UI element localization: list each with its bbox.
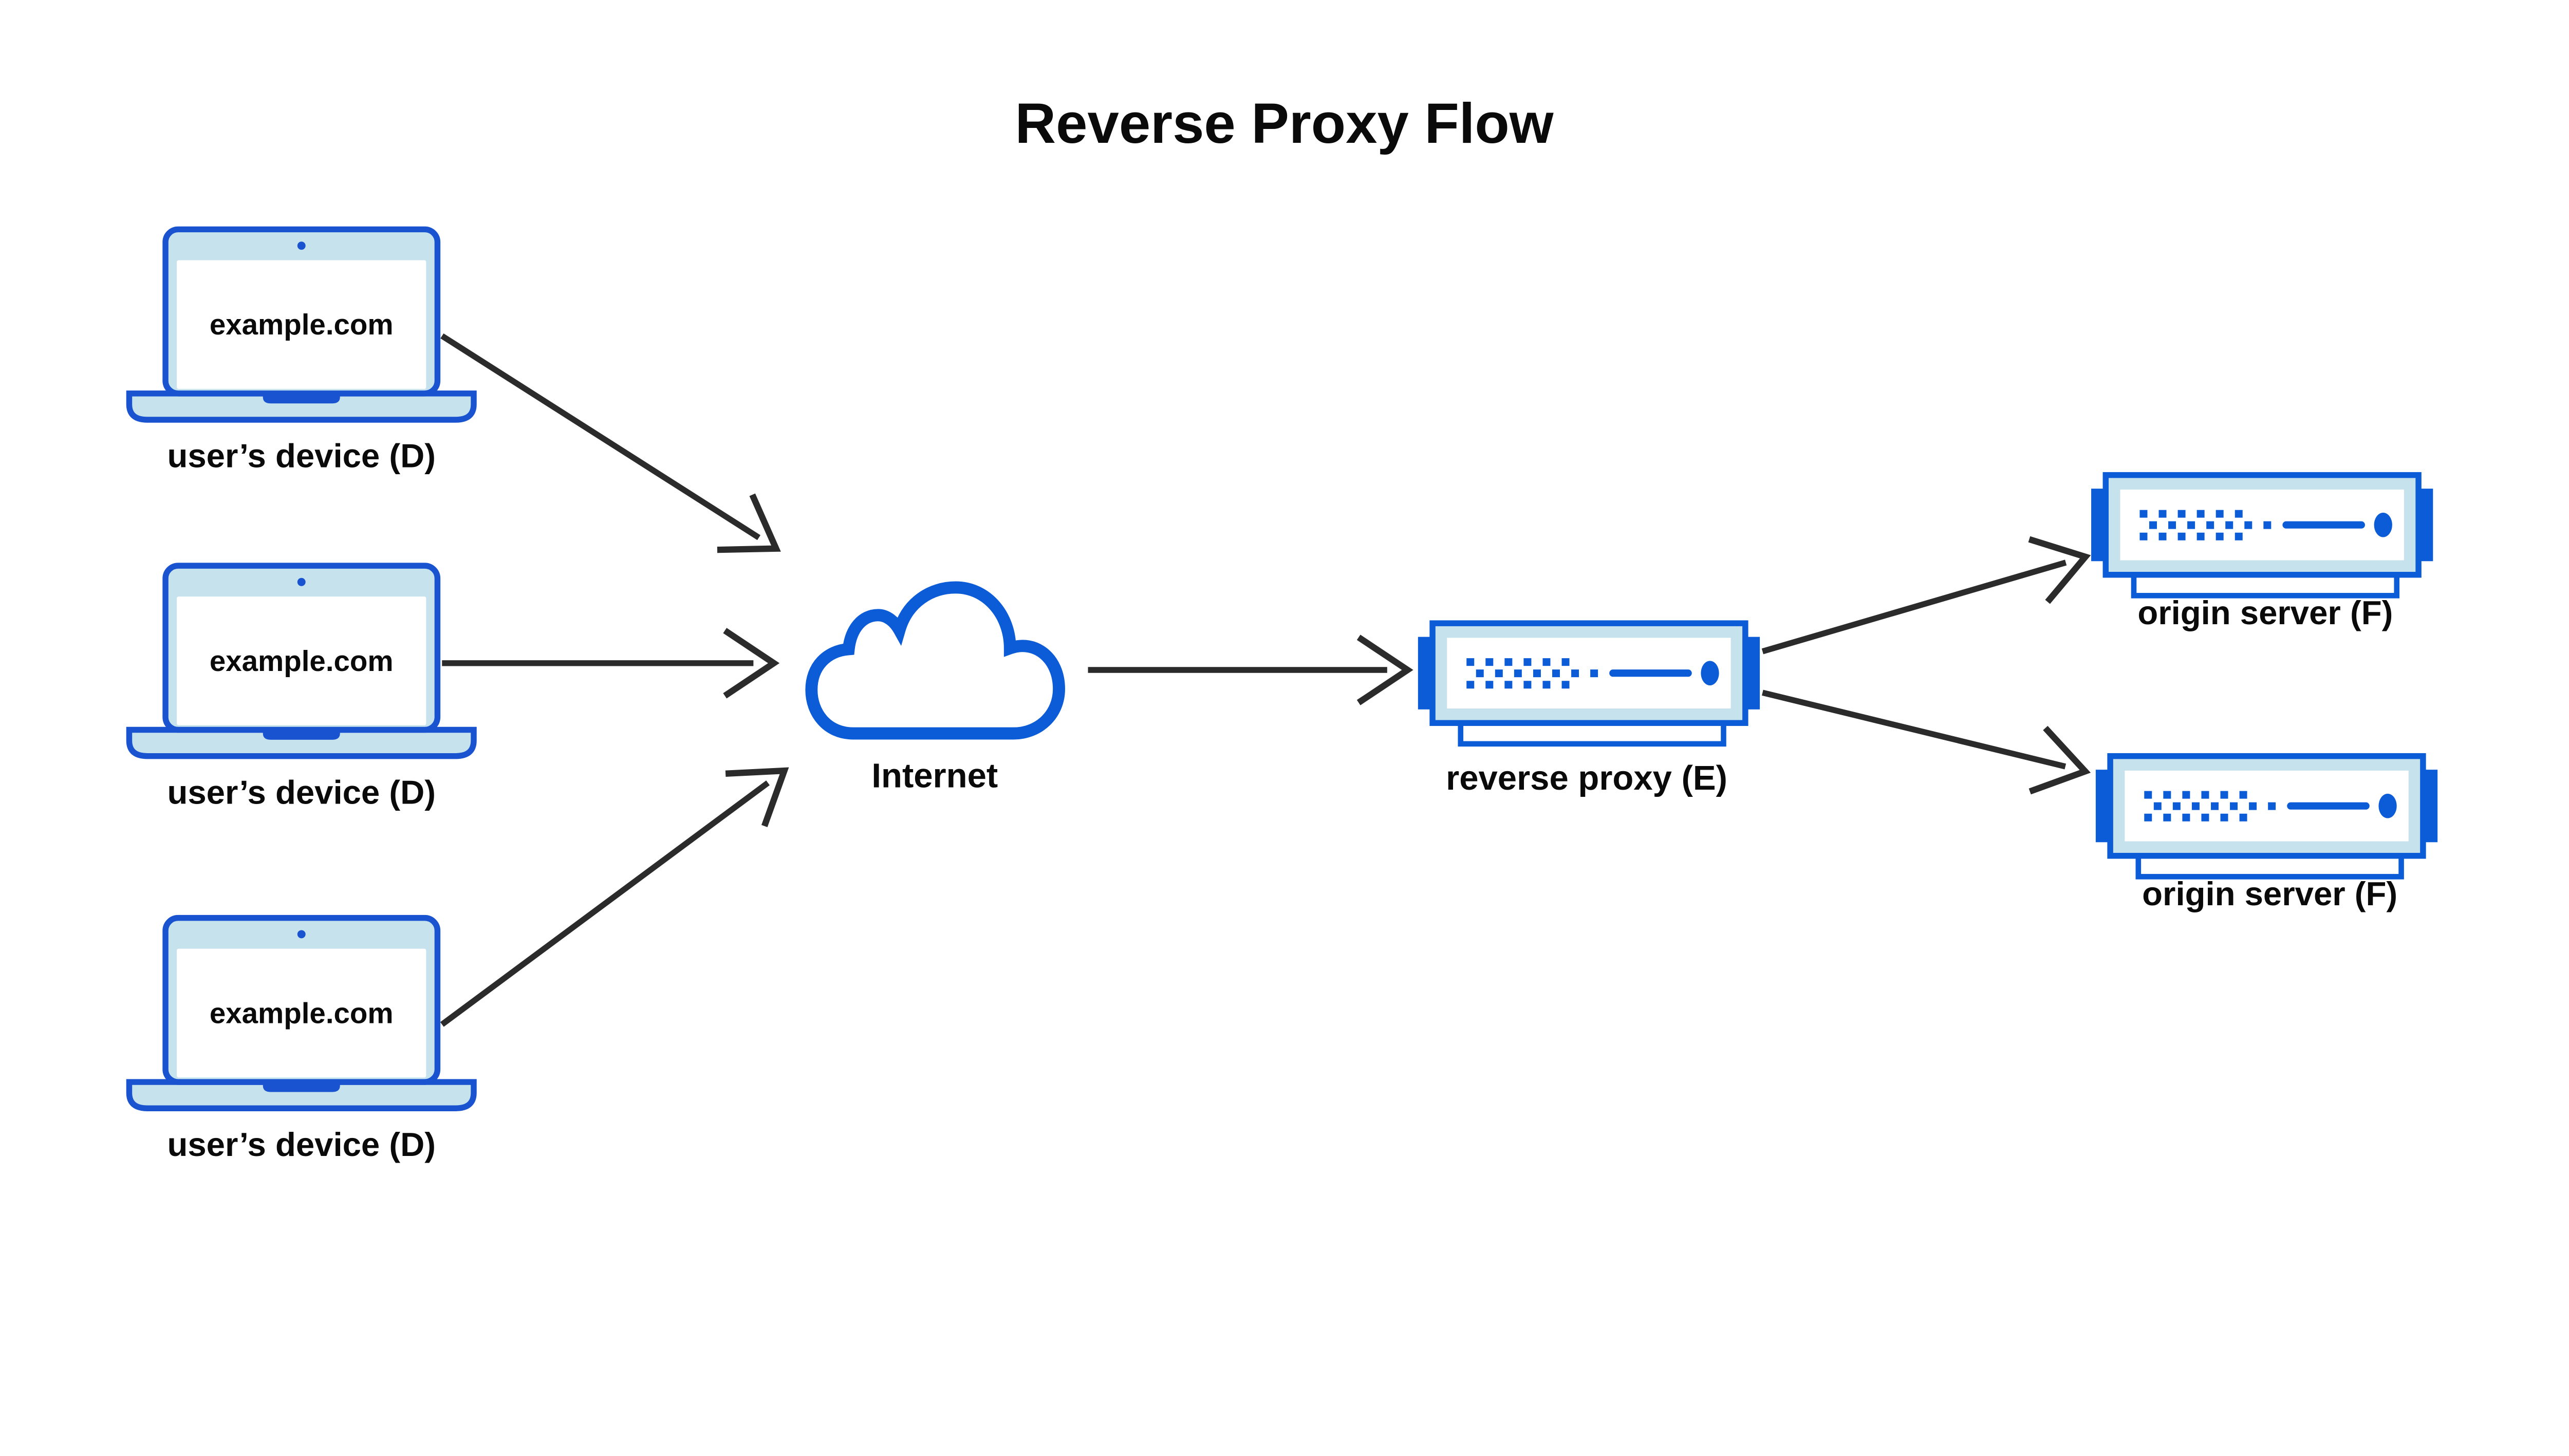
device-label: user’s device (D)	[167, 437, 435, 475]
node-user-device-2: example.com user’s device (D)	[129, 566, 474, 811]
page-title: Reverse Proxy Flow	[1015, 92, 1554, 155]
device-label: user’s device (D)	[167, 773, 435, 811]
server-icon	[2096, 756, 2437, 877]
edge-device1-internet	[440, 333, 781, 553]
device-screen-text: example.com	[210, 645, 394, 677]
server-icon	[1418, 623, 1760, 744]
cloud-icon	[805, 581, 1065, 740]
node-user-device-1: example.com user’s device (D)	[129, 229, 474, 475]
device-label: user’s device (D)	[167, 1126, 435, 1163]
edge-device3-internet	[440, 767, 789, 1027]
node-reverse-proxy: reverse proxy (E)	[1418, 623, 1760, 797]
edge-proxy-origin2	[1762, 689, 2091, 795]
edges	[440, 333, 2091, 1027]
proxy-label: reverse proxy (E)	[1446, 759, 1727, 797]
reverse-proxy-flow-diagram: Reverse Proxy Flow example.com user’s de…	[126, 91, 2441, 1163]
internet-label: Internet	[871, 757, 998, 795]
edge-proxy-origin1	[1761, 536, 2091, 655]
node-origin-server-1: origin server (F)	[2091, 475, 2433, 631]
device-screen-text: example.com	[210, 997, 394, 1029]
origin-label: origin server (F)	[2142, 875, 2397, 912]
node-origin-server-2: origin server (F)	[2096, 756, 2437, 912]
server-icon	[2091, 475, 2433, 596]
origin-label: origin server (F)	[2137, 594, 2393, 631]
diagram-canvas: Reverse Proxy Flow example.com user’s de…	[126, 91, 2441, 1163]
device-screen-text: example.com	[210, 308, 394, 341]
node-internet: Internet	[805, 581, 1065, 795]
node-user-device-3: example.com user’s device (D)	[129, 918, 474, 1163]
